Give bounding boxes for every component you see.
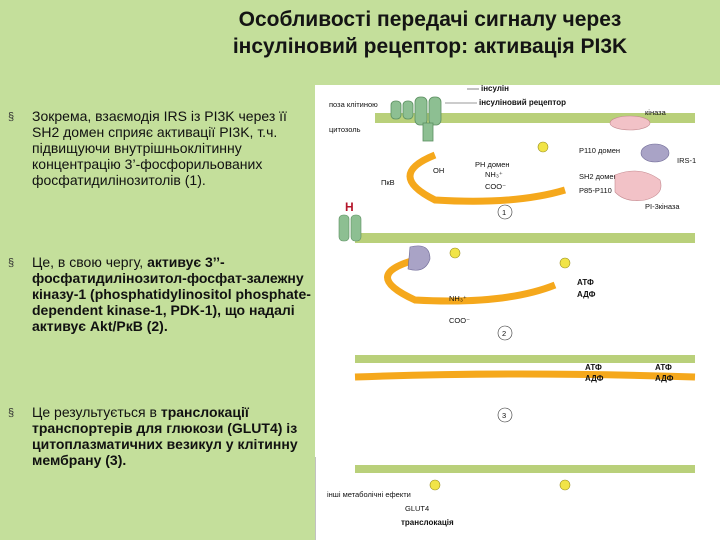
label-adp-1: АДФ bbox=[577, 290, 596, 299]
bullet-2-emphasis: активує 3’’-фосфатидилінозитол-фосфат-за… bbox=[32, 254, 311, 334]
svg-text:H: H bbox=[345, 200, 354, 214]
step-3-circle bbox=[497, 407, 513, 423]
membrane-lower bbox=[355, 355, 695, 363]
bullet-item-3: § Це результується в транслокації трансп… bbox=[6, 404, 311, 468]
phosphate-icon bbox=[429, 479, 441, 491]
bullet-item-2: § Це, в свою чергу, активує 3’’-фосфатид… bbox=[6, 254, 311, 334]
bullet-3-emphasis: транслокації транспортерів для глюкози (… bbox=[32, 404, 298, 468]
step-2-circle bbox=[497, 325, 513, 341]
bullet-marker: § bbox=[8, 407, 15, 419]
label-sh2-domain: SH2 домен bbox=[579, 172, 618, 181]
phosphate-icon bbox=[449, 247, 461, 259]
step-2-label: 2 bbox=[502, 329, 506, 338]
bullet-3-text: Це результується в bbox=[32, 404, 161, 420]
label-oh-1: OH bbox=[433, 166, 444, 175]
bullet-marker: § bbox=[8, 257, 15, 269]
title-line-2: інсуліновий рецептор: активація PI3K bbox=[232, 35, 628, 58]
signaling-diagram: поза клітиною цитозоль інсулін інсулінов… bbox=[315, 85, 720, 540]
label-insulin: інсулін bbox=[481, 85, 509, 93]
label-outside: поза клітиною bbox=[329, 100, 378, 109]
pi3-kinase-shape bbox=[614, 170, 662, 201]
membrane-middle bbox=[355, 233, 695, 243]
label-nh3-1: NH₃⁺ bbox=[485, 170, 503, 179]
insulin-receptor-middle: H bbox=[338, 200, 362, 242]
label-atp-1: АТФ bbox=[577, 278, 594, 287]
slide-title: Особливості передачі сигналу через інсул… bbox=[150, 6, 710, 60]
label-coo-2: COO⁻ bbox=[449, 316, 470, 325]
phosphate-icon bbox=[559, 479, 571, 491]
insulin-receptor-top bbox=[390, 96, 442, 142]
membrane-top bbox=[375, 113, 695, 123]
bullet-marker: § bbox=[8, 111, 15, 123]
kinase-blob bbox=[609, 115, 651, 131]
label-cytosol: цитозоль bbox=[329, 125, 361, 134]
bullet-1-text: Зокрема, взаємодія IRS із PI3K через її … bbox=[32, 108, 287, 188]
title-line-1: Особливості передачі сигналу через bbox=[238, 8, 622, 31]
bullet-2-text: Це, в свою чергу, bbox=[32, 254, 148, 270]
label-other-effects: інші метаболічні ефекти bbox=[327, 490, 411, 499]
step-1-circle bbox=[497, 204, 513, 220]
label-coo-1: COO⁻ bbox=[485, 182, 506, 191]
label-atp-2: АТФ bbox=[585, 363, 602, 372]
label-ph-domain: PH домен bbox=[475, 160, 510, 169]
kinase-gray-shape bbox=[407, 245, 431, 271]
label-adp-3: АДФ bbox=[655, 374, 674, 383]
bullet-item-1: § Зокрема, взаємодія IRS із PI3K через ї… bbox=[6, 108, 311, 188]
phosphate-icon bbox=[537, 141, 549, 153]
label-insulin-receptor: інсуліновий рецептор bbox=[479, 98, 566, 107]
irs1-blob bbox=[640, 143, 670, 163]
label-irs1: IRS-1 bbox=[677, 156, 696, 165]
label-glut4: GLUT4 bbox=[405, 504, 429, 513]
pkb-loop-1 bbox=[406, 151, 567, 205]
label-atp-3: АТФ bbox=[655, 363, 672, 372]
label-p110-domain: P110 домен bbox=[579, 146, 620, 155]
membrane-bottom bbox=[355, 465, 695, 473]
pkb-loop-2 bbox=[384, 256, 557, 305]
phosphate-icon bbox=[559, 257, 571, 269]
label-pi3-kinase: PI-3кіназа bbox=[645, 202, 680, 211]
step-3-label: 3 bbox=[502, 411, 506, 420]
label-pkb: ПкВ bbox=[381, 178, 395, 187]
label-nh3-2: NH₃⁺ bbox=[449, 294, 467, 303]
label-translocation: транслокація bbox=[401, 518, 454, 527]
pkb-line bbox=[354, 370, 696, 381]
label-p85-p110: P85-P110 bbox=[579, 186, 612, 195]
step-1-label: 1 bbox=[502, 208, 506, 217]
diagram-svg: поза клітиною цитозоль інсулін інсулінов… bbox=[315, 85, 696, 540]
label-kinase: кіназа bbox=[645, 108, 667, 117]
label-adp-2: АДФ bbox=[585, 374, 604, 383]
